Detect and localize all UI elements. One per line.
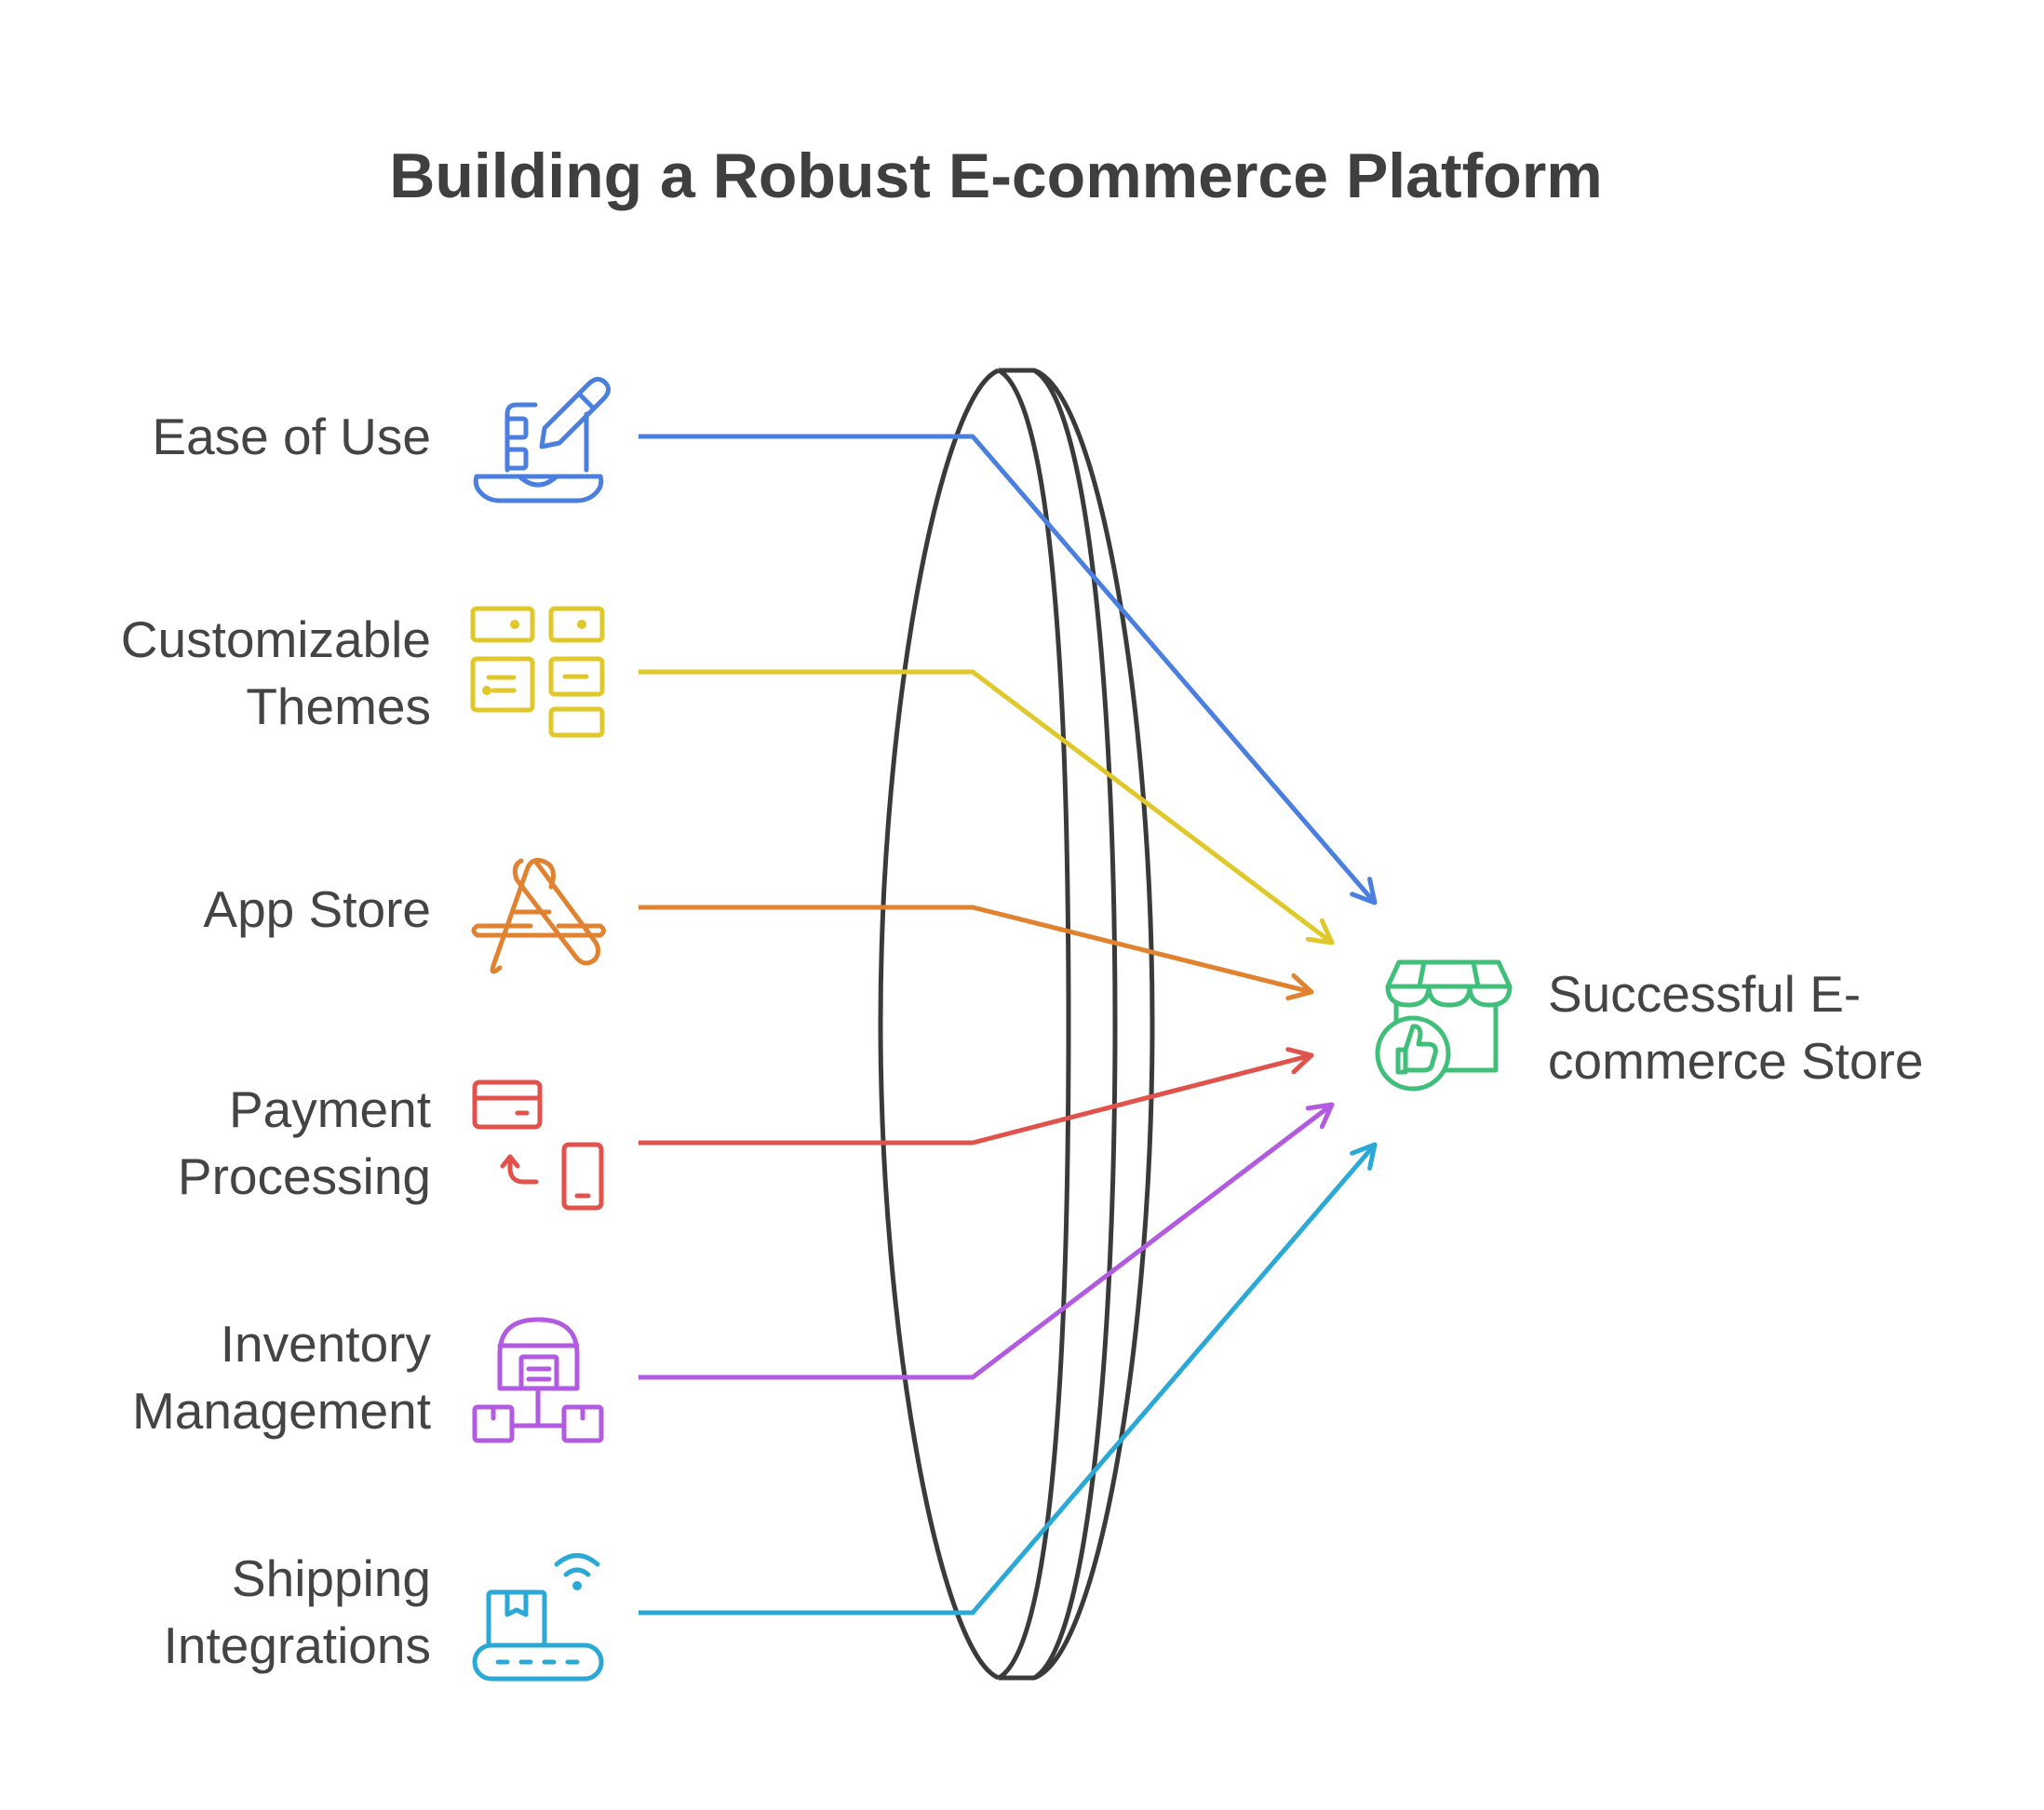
lens-icon [878,368,1155,1681]
result-label-line: Successful E- [1548,965,1862,1023]
arrow-head [1285,1047,1314,1075]
arrow-head [1305,1102,1335,1130]
diagram-title: Building a Robust E-commerce Platform [389,141,1603,211]
input-label-line: Customizable [120,610,431,668]
arrow-head [1305,918,1335,945]
result-label: Successful E- commerce Store [1548,960,1923,1094]
arrow-head [1285,972,1314,1001]
arrow-head [1350,1142,1378,1171]
layout-grid-icon [470,606,605,738]
input-label: Ease of Use [152,403,431,470]
input-label-line: Processing [177,1147,431,1205]
input-label-line: Integrations [163,1616,431,1674]
storefront-thumbs-up-icon [1375,959,1513,1092]
laptop-pencil-icon [473,377,611,503]
connector-arrow [639,434,1377,905]
card-to-phone-icon [472,1079,604,1211]
input-label-line: Payment [228,1080,431,1138]
app-store-icon [471,858,606,974]
input-label-line: Shipping [231,1549,431,1607]
connector-arrow [639,1143,1377,1616]
input-label: App Store [203,876,431,943]
result-label-line: commerce Store [1548,1032,1924,1090]
connectors [639,434,1378,1616]
conveyor-box-icon [472,1553,604,1682]
input-label-line: Ease of Use [152,408,431,465]
input-label-line: Management [131,1382,431,1440]
input-label-line: Inventory [220,1315,431,1373]
input-label-line: App Store [203,880,431,938]
arrow-head [1350,877,1378,905]
warehouse-boxes-icon [472,1317,604,1443]
connector-arrow [639,905,1312,995]
connector-arrow [639,1052,1312,1146]
connector-arrow [639,669,1334,945]
connector-arrow [639,1103,1334,1380]
input-label-line: Themes [246,677,431,735]
